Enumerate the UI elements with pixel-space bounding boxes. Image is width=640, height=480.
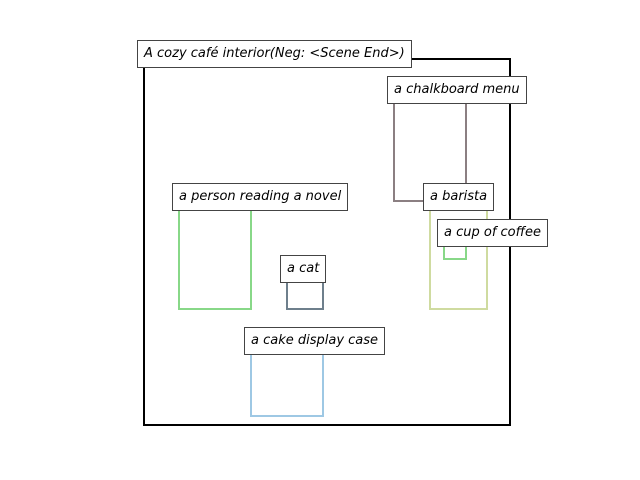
box-barista (429, 199, 488, 310)
scene-title-label: A cozy café interior(Neg: <Scene End>) (137, 40, 412, 68)
cat-label: a cat (280, 255, 327, 283)
cup-of-coffee-label: a cup of coffee (437, 219, 549, 247)
cake-display-case-label: a cake display case (244, 327, 386, 355)
barista-label: a barista (423, 183, 495, 211)
box-person-reading (178, 199, 252, 310)
chalkboard-menu-label: a chalkboard menu (387, 76, 527, 104)
person-reading-label: a person reading a novel (172, 183, 349, 211)
